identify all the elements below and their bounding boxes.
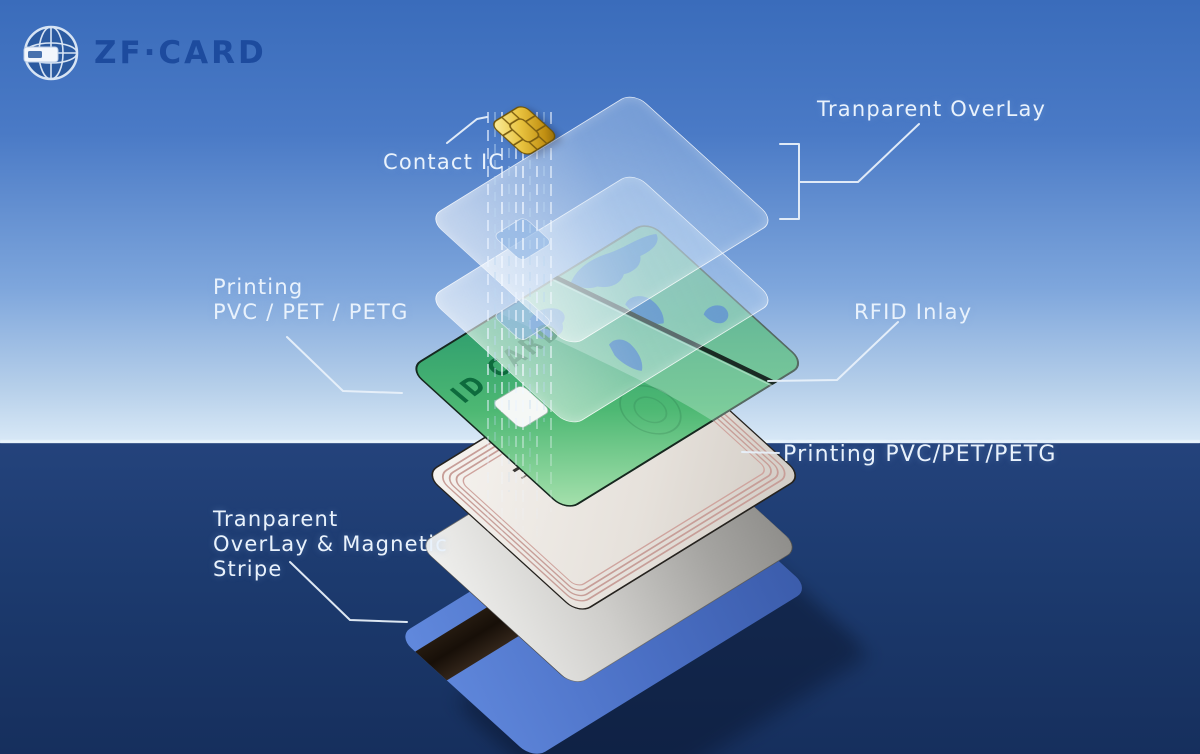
overlay-magnetic-label: Tranparent OverLay & Magnetic Stripe bbox=[213, 507, 448, 582]
printing-left-line-1: Printing bbox=[213, 275, 304, 299]
brand-logo: ZF·CARD bbox=[22, 24, 267, 82]
contact-ic-chip bbox=[489, 103, 560, 157]
brand-logo-text: ZF·CARD bbox=[94, 35, 267, 71]
overlay-magnetic-line-3: Stripe bbox=[213, 557, 283, 581]
rfid-inlay-label: RFID Inlay bbox=[854, 300, 973, 324]
contact-ic-label: Contact IC bbox=[383, 150, 505, 174]
overlay-magnetic-line-2: OverLay & Magnetic bbox=[213, 532, 448, 556]
printing-right-label: Printing PVC/PET/PETG bbox=[783, 442, 1057, 467]
globe-card-logo-icon bbox=[23, 25, 79, 81]
transparent-overlay-label: Tranparent OverLay bbox=[817, 97, 1047, 121]
printing-left-line-2: PVC / PET / PETG bbox=[213, 300, 409, 324]
chip-icon bbox=[493, 106, 556, 155]
printing-left-label: Printing PVC / PET / PETG bbox=[213, 275, 409, 325]
overlay-magnetic-line-1: Tranparent bbox=[213, 507, 339, 531]
chip-landing-zone bbox=[494, 386, 549, 428]
chip-drop-dash-lines bbox=[484, 112, 564, 572]
